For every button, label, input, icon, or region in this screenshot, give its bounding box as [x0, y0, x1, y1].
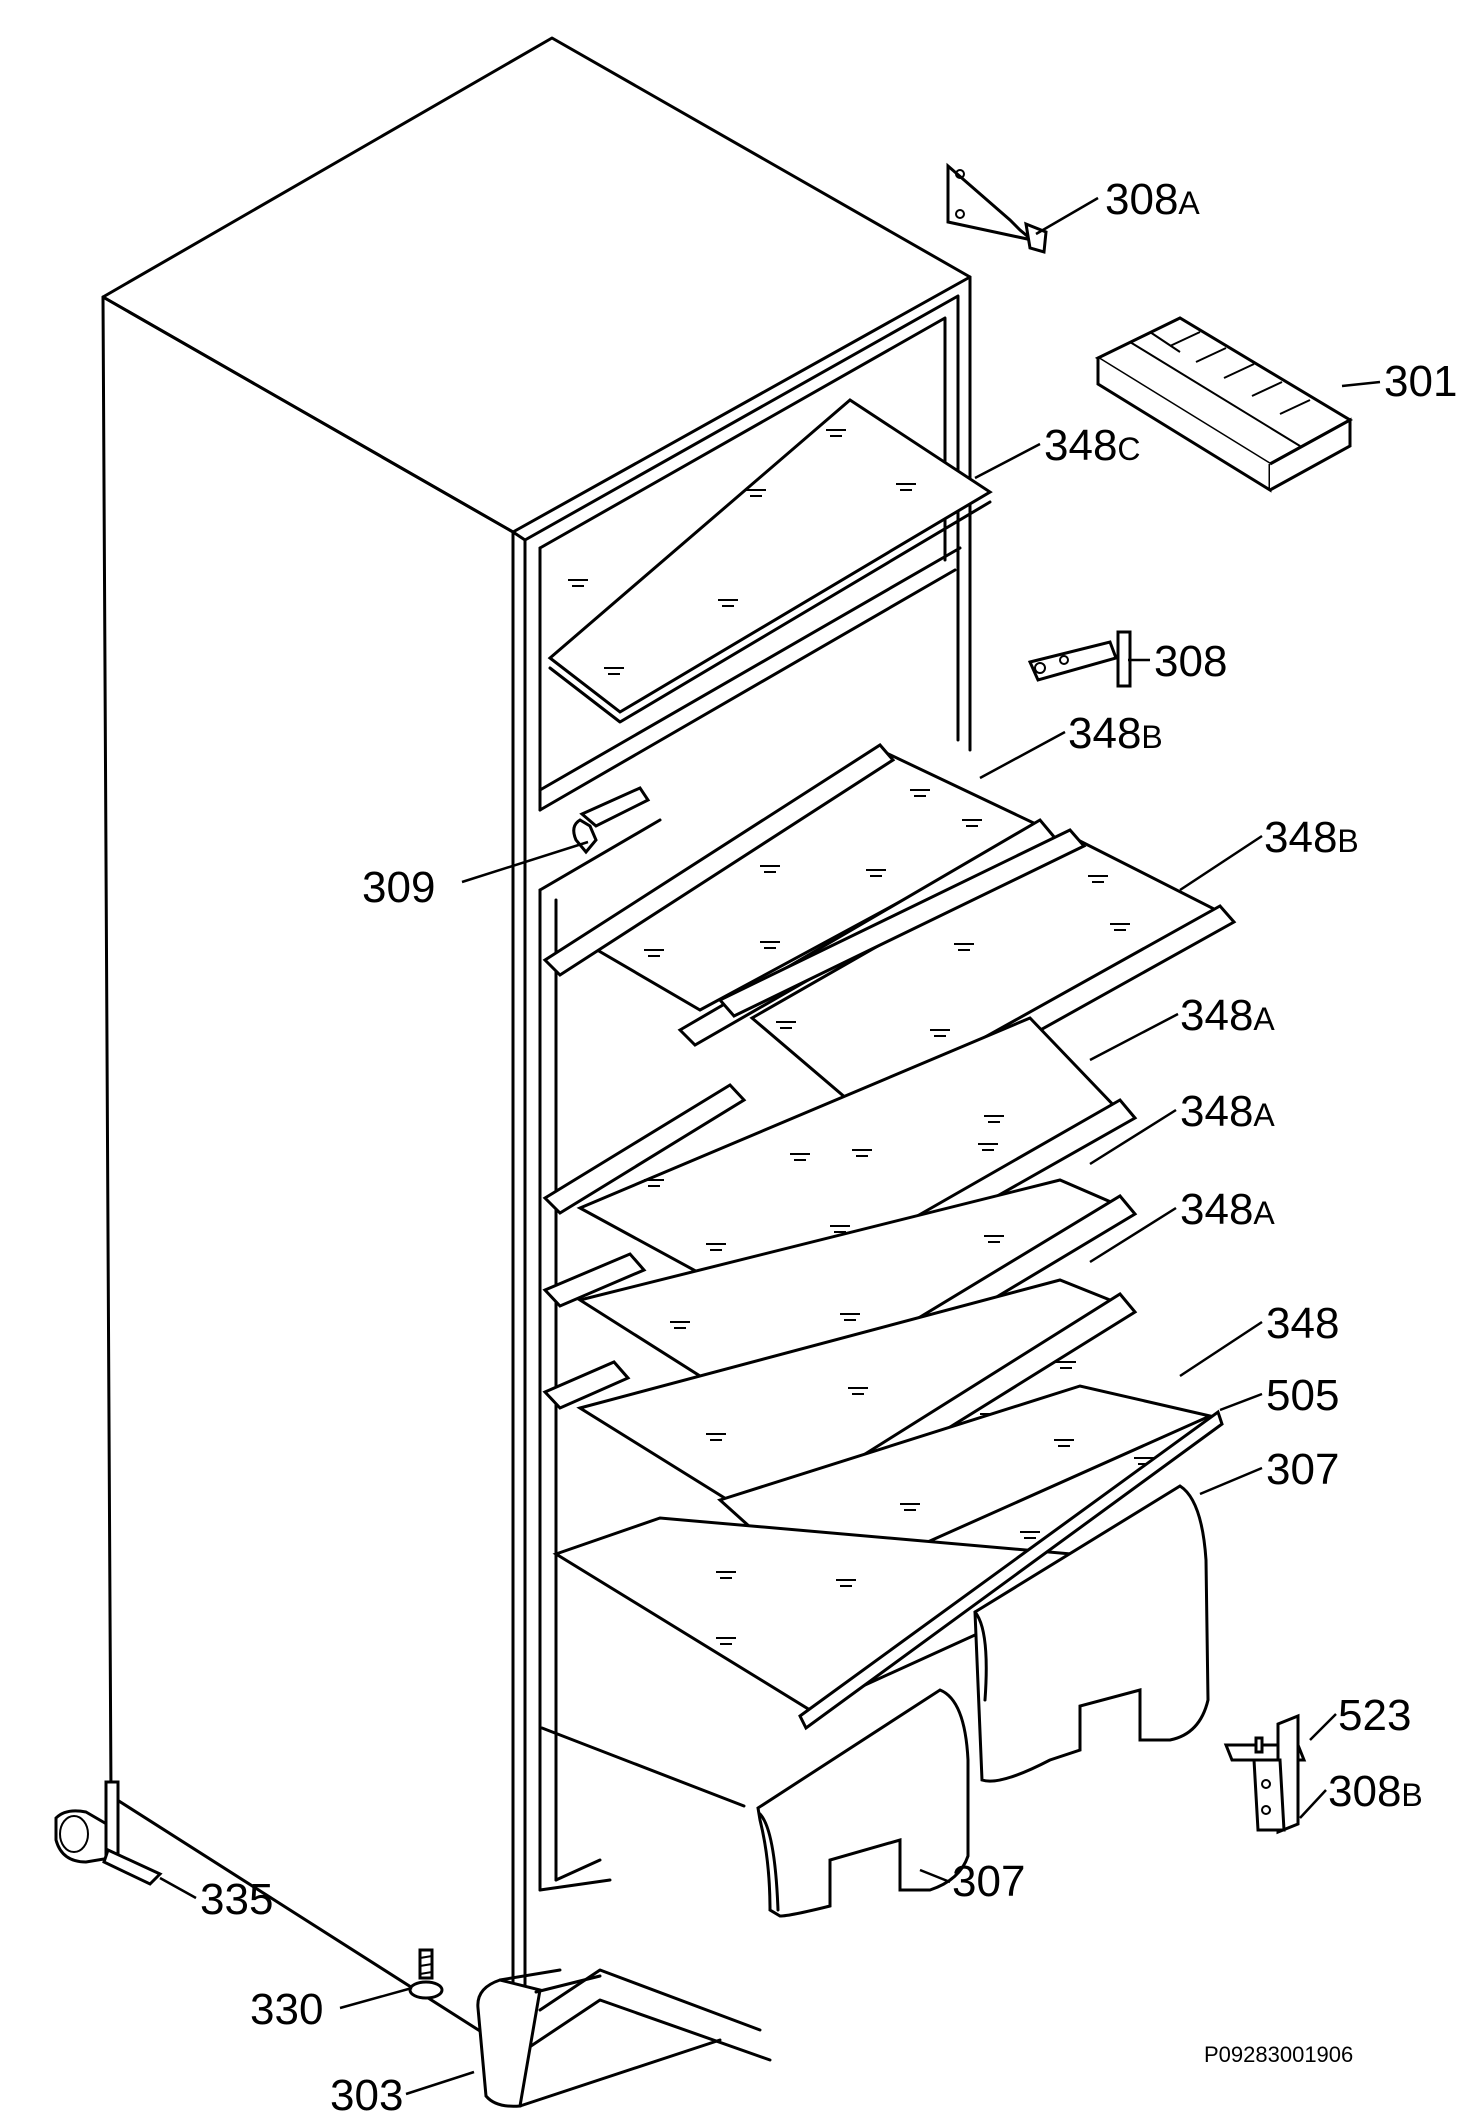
part-labels: 308A 301 348C 308 348B 348B 309 348A 348… — [200, 175, 1457, 2120]
label-309: 309 — [362, 863, 435, 912]
reference-code: P09283001906 — [1204, 2042, 1353, 2067]
hinge-523-308b — [1223, 1713, 1307, 1835]
base-cover-303 — [476, 1968, 722, 2108]
label-348a-2: 348A — [1180, 1087, 1275, 1136]
crisper-drawer-307-back — [973, 1484, 1210, 1783]
leader-lines — [159, 196, 1381, 2096]
label-348a-3: 348A — [1180, 1185, 1275, 1234]
crisper-drawer-307-front — [540, 1688, 970, 1918]
label-348b-2: 348B — [1264, 813, 1359, 862]
label-523: 523 — [1338, 1691, 1411, 1740]
label-348c: 348C — [1044, 421, 1141, 470]
label-348: 348 — [1266, 1299, 1339, 1348]
label-348a-1: 348A — [1180, 991, 1275, 1040]
label-330: 330 — [250, 1985, 323, 2034]
label-307-lower: 307 — [952, 1857, 1025, 1906]
foot-335 — [54, 1780, 163, 1886]
hinge-308a — [946, 162, 1048, 254]
label-348b-1: 348B — [1068, 709, 1163, 758]
label-505: 505 — [1266, 1371, 1339, 1420]
ice-tray-301 — [1094, 316, 1354, 493]
clip-309 — [572, 786, 651, 855]
hinge-308 — [1027, 630, 1132, 688]
freezer-shelf-348c — [547, 398, 993, 724]
label-308a: 308A — [1105, 175, 1200, 224]
label-301: 301 — [1384, 357, 1457, 406]
label-308: 308 — [1154, 637, 1227, 686]
label-308b: 308B — [1328, 1767, 1423, 1816]
screw-330 — [408, 1948, 444, 2000]
label-307-upper: 307 — [1266, 1445, 1339, 1494]
cabinet — [101, 36, 972, 2062]
label-335: 335 — [200, 1875, 273, 1924]
label-303: 303 — [330, 2071, 403, 2120]
